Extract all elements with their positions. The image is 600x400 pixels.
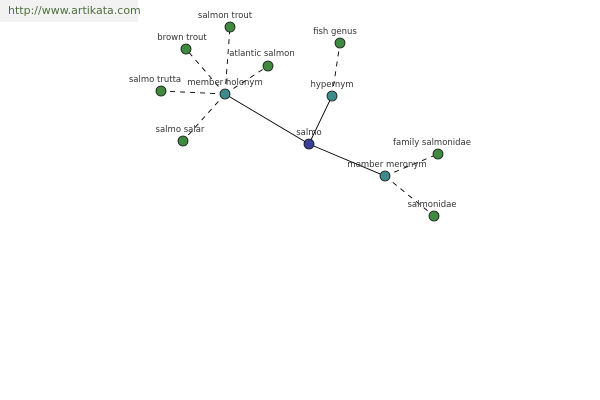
node-label-salmo: salmo <box>296 128 321 138</box>
edge-salmo-to-member-holonym <box>224 93 310 145</box>
edge-salmo-to-member-meronym <box>308 143 386 177</box>
node-label-salmon-trout: salmon trout <box>198 11 253 21</box>
node-hypernym[interactable] <box>326 90 338 102</box>
node-fish-genus[interactable] <box>334 37 346 49</box>
edges-layer <box>160 26 439 217</box>
labels-layer: salmo member holonym hypernym member merony… <box>129 11 471 210</box>
node-label-salmo-trutta: salmo trutta <box>129 75 181 85</box>
edge-member-holonym-to-salmo-salar <box>182 93 226 142</box>
edge-salmo-to-hypernym <box>308 95 333 145</box>
node-label-brown-trout: brown trout <box>157 33 207 43</box>
node-label-salmonidae: salmonidae <box>407 200 456 210</box>
node-salmo[interactable] <box>303 138 315 150</box>
node-label-member-holonym: member holonym <box>187 78 262 88</box>
edge-member-meronym-to-salmonidae <box>384 175 435 217</box>
edge-hypernym-to-fish-genus <box>331 42 341 97</box>
node-salmo-trutta[interactable] <box>155 85 167 97</box>
node-label-member-meronym: member meronym <box>347 160 426 170</box>
node-salmonidae[interactable] <box>428 210 440 222</box>
node-family-salmonidae[interactable] <box>432 148 444 160</box>
watermark-url: http://www.artikata.com <box>0 0 141 22</box>
node-member-meronym[interactable] <box>379 170 391 182</box>
node-label-salmo-salar: salmo salar <box>156 125 205 135</box>
edge-member-holonym-to-salmon-trout <box>224 26 231 95</box>
node-label-hypernym: hypernym <box>310 80 353 90</box>
edge-member-holonym-to-salmo-trutta <box>160 90 226 95</box>
nodes-layer <box>155 21 444 222</box>
node-member-holonym[interactable] <box>219 88 231 100</box>
edge-member-holonym-to-atlantic-salmon <box>224 65 269 95</box>
node-atlantic-salmon[interactable] <box>262 60 274 72</box>
node-salmon-trout[interactable] <box>224 21 236 33</box>
node-label-atlantic-salmon: atlantic salmon <box>229 49 294 59</box>
node-label-family-salmonidae: family salmonidae <box>393 138 471 148</box>
node-label-fish-genus: fish genus <box>313 27 357 37</box>
node-salmo-salar[interactable] <box>177 135 189 147</box>
node-brown-trout[interactable] <box>180 43 192 55</box>
